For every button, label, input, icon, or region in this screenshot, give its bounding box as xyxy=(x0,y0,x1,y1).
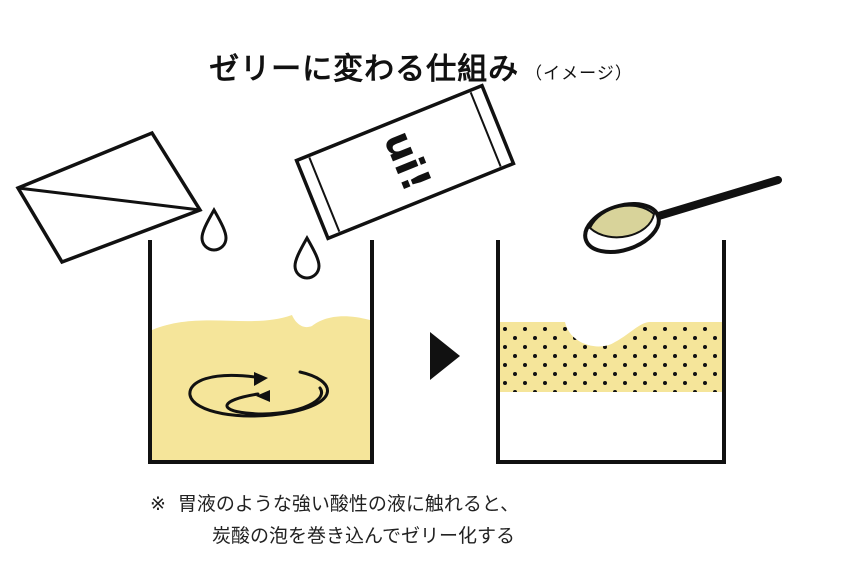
right-beaker xyxy=(496,240,726,464)
pouring-container xyxy=(15,130,203,265)
transition-arrow-icon xyxy=(430,332,460,380)
footnote-mark: ※ xyxy=(150,493,166,515)
spoon-icon xyxy=(583,176,782,254)
footnote-line-1: 胃液のような強い酸性の液に触れると、 xyxy=(177,493,520,515)
drop-left xyxy=(200,206,228,252)
swirl-arrows-icon xyxy=(188,370,329,418)
bubble-dots xyxy=(500,322,722,392)
powder-packet: ui! xyxy=(294,83,516,241)
title-text: ゼリーに変わる仕組み xyxy=(209,52,520,87)
drop-right xyxy=(293,234,321,280)
footnote: ※ 胃液のような強い酸性の液に触れると、 炭酸の泡を巻き込んでゼリー化する xyxy=(150,488,750,552)
page-title: ゼリーに変わる仕組み（イメージ） xyxy=(0,44,842,88)
left-beaker xyxy=(148,240,374,464)
stomach-liquid xyxy=(152,315,370,460)
title-subtitle: （イメージ） xyxy=(525,64,633,84)
footnote-line-2: 炭酸の泡を巻き込んでゼリー化する xyxy=(212,525,516,547)
